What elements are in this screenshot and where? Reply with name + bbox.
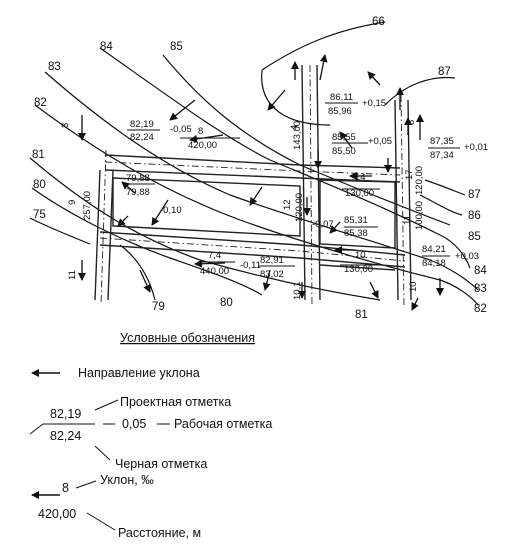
iso-84: 84 [100,41,113,53]
elev-black-6: 85,38 [344,228,368,239]
iso-83: 83 [48,61,61,73]
iso-80: 80 [33,179,46,191]
elev-black-4: 87,34 [430,150,454,161]
label-dist-130a: 130,00 [345,188,374,199]
label-dist-120a: 120,00 [294,193,305,222]
iso-82: 82 [34,97,47,109]
elev-black-1: 82,24 [130,132,154,143]
isoline-86 [419,194,463,216]
elev-design-4: 87,35 [430,136,454,147]
isoline-75 [29,217,91,245]
legend-slope-value: 8 [62,481,69,495]
iso-85-right: 85 [468,231,481,243]
isoline-numbers: 66 84 85 83 82 81 80 75 87 87 86 85 84 8… [32,16,487,321]
iso-85: 85 [170,41,183,53]
elev-black-2: 85,96 [328,106,352,117]
label-slope-11b: 11 [402,215,413,225]
elev-work-2: +0,15 [362,98,386,109]
elev-work-5: -0,10 [160,205,182,216]
isoline-80 [31,187,263,296]
label-slope-12: 12 [282,199,293,210]
label-slope-9: 9 [67,200,78,205]
legend-design-label: Проектная отметка [120,395,231,409]
elev-design-7: 84,21 [422,244,446,255]
elev-design-1: 82,19 [130,119,154,130]
iso-83-right: 83 [474,283,487,295]
label-slope-8b: 8 [406,120,417,125]
elev-black-3: 85,50 [332,146,356,157]
slope-arrows [78,54,444,311]
elev-design-3: 85,55 [332,132,356,143]
iso-75: 75 [33,209,46,221]
label-slope-10-1: 10,1 [292,282,303,301]
legend-title: Условные обозначения [120,331,255,345]
label-slope-10b: 10 [408,281,419,292]
elev-design-8: 82,91 [260,255,284,266]
label-dist-120b: 120,00 [414,166,425,195]
legend-distance-label: Расстояние, м [118,526,201,540]
iso-84-right: 84 [474,265,487,277]
legend-black-label: Черная отметка [115,457,207,471]
legend-work-label: Рабочая отметка [174,417,272,431]
isoline-82 [34,104,479,306]
isoline-83 [44,71,479,291]
label-slope-10: 10 [355,250,366,261]
legend-work-value: 0,05 [122,417,146,431]
iso-80-bottom: 80 [220,297,233,309]
label-slope-4: 4 [289,125,300,130]
elev-work-1: -0,05 [170,124,192,135]
legend-black-value: 82,24 [50,429,81,443]
legend-design-value: 82,19 [50,407,81,421]
legend-slope-direction: Направление уклона [78,366,200,380]
elev-work-7: +0,03 [455,251,479,262]
label-slope-14: 14 [355,172,366,183]
label-dist-143: 143,00 [292,121,303,150]
elev-design-2: 86,11 [330,92,353,103]
label-dist-420: 420,00 [188,140,217,151]
legend: Условные обозначения Направление уклона … [29,331,272,540]
label-dist-130b: 130,00 [344,264,373,275]
legend-distance-value: 420,00 [38,507,76,521]
elev-black-7: 84,18 [422,258,446,269]
label-slope-8: 8 [198,126,203,137]
elev-work-6: -0,07 [312,219,334,230]
iso-87-right: 87 [468,189,481,201]
isoline-87c [424,179,466,196]
iso-87-top: 87 [438,66,451,78]
iso-81-bottom: 81 [355,309,368,321]
isoline-87b [384,76,456,106]
iso-82-right: 82 [474,303,487,315]
label-dist-440: 440,00 [200,266,229,277]
label-slope-11: 11 [67,270,78,280]
elev-black-8: 83,02 [260,269,284,280]
label-dist-100: 100,00 [414,201,425,230]
isoline-66 [261,21,386,71]
label-slope-7-4: 7,4 [208,250,221,261]
isoline-79 [119,244,156,301]
label-slope-17: 17 [404,169,415,180]
fraction-bars [123,102,460,267]
iso-66: 66 [372,16,385,28]
legend-slope-label: Уклон, ‰ [100,473,154,487]
road-network [94,64,412,306]
iso-79: 79 [152,301,165,313]
elev-work-3: +0,05 [368,136,392,147]
elev-work-8: -0,11 [240,260,261,271]
iso-81: 81 [32,149,45,161]
elev-work-4: +0,01 [464,142,488,153]
label-dist-257: 257,00 [82,191,93,220]
plan-labels: 3 4 143,00 8 420,00 8 9 257,00 12 120,00… [60,92,488,300]
elev-black-5: 79,88 [126,187,150,198]
elev-design-6: 85,31 [344,215,368,226]
label-slope-3: 3 [60,123,71,128]
iso-86: 86 [468,210,481,222]
elev-design-5: 79,88 [126,173,150,184]
